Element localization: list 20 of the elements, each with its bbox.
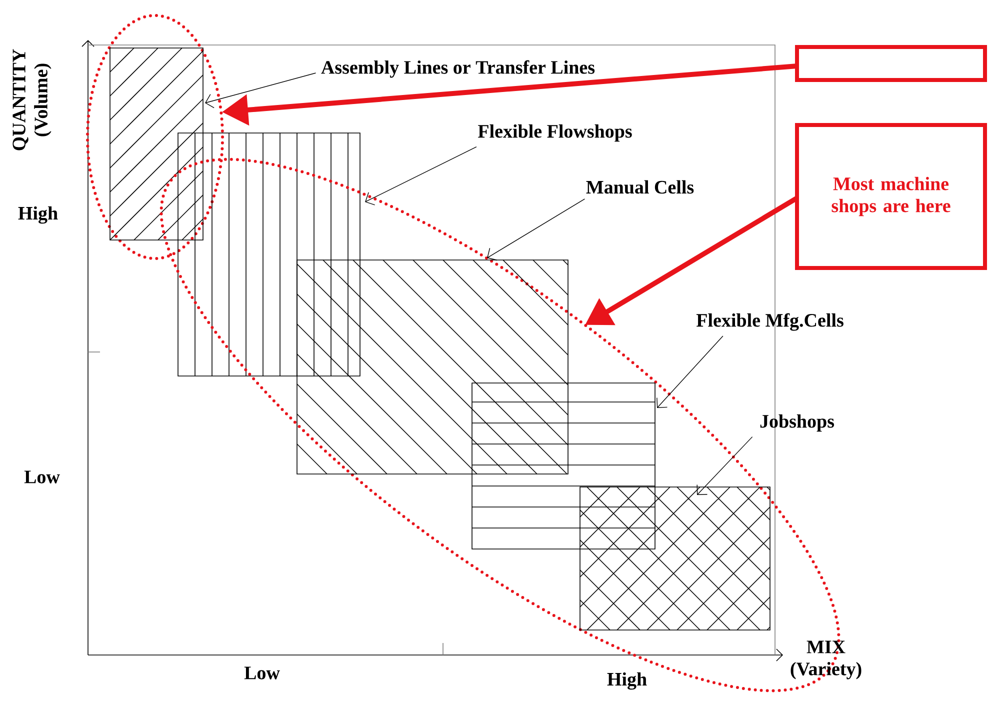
callout-box xyxy=(795,45,987,82)
dotted-ellipse xyxy=(86,14,224,260)
axis-label: MIX (Variety) xyxy=(790,640,862,680)
axis-label: High xyxy=(18,206,58,224)
region-label: Jobshops xyxy=(760,414,834,432)
leader-line xyxy=(656,336,724,408)
region-label: Flexible Flowshops xyxy=(478,124,632,142)
axis-label: Low xyxy=(24,470,60,484)
leader-line xyxy=(365,146,477,206)
region-label: Assembly Lines or Transfer Lines xyxy=(321,60,595,78)
region-label: Manual Cells xyxy=(586,180,694,194)
leader-line xyxy=(205,72,316,108)
axis-label: QUANTITY (Volume) xyxy=(12,49,52,150)
hatched-region xyxy=(178,132,360,376)
region-label: Flexible Mfg.Cells xyxy=(696,313,844,331)
axis-label: High xyxy=(607,672,647,690)
axis-label: Low xyxy=(244,666,280,680)
callout-box: Most machine shops are here xyxy=(795,123,987,270)
leader-line xyxy=(487,198,586,260)
leader-line xyxy=(696,436,753,495)
